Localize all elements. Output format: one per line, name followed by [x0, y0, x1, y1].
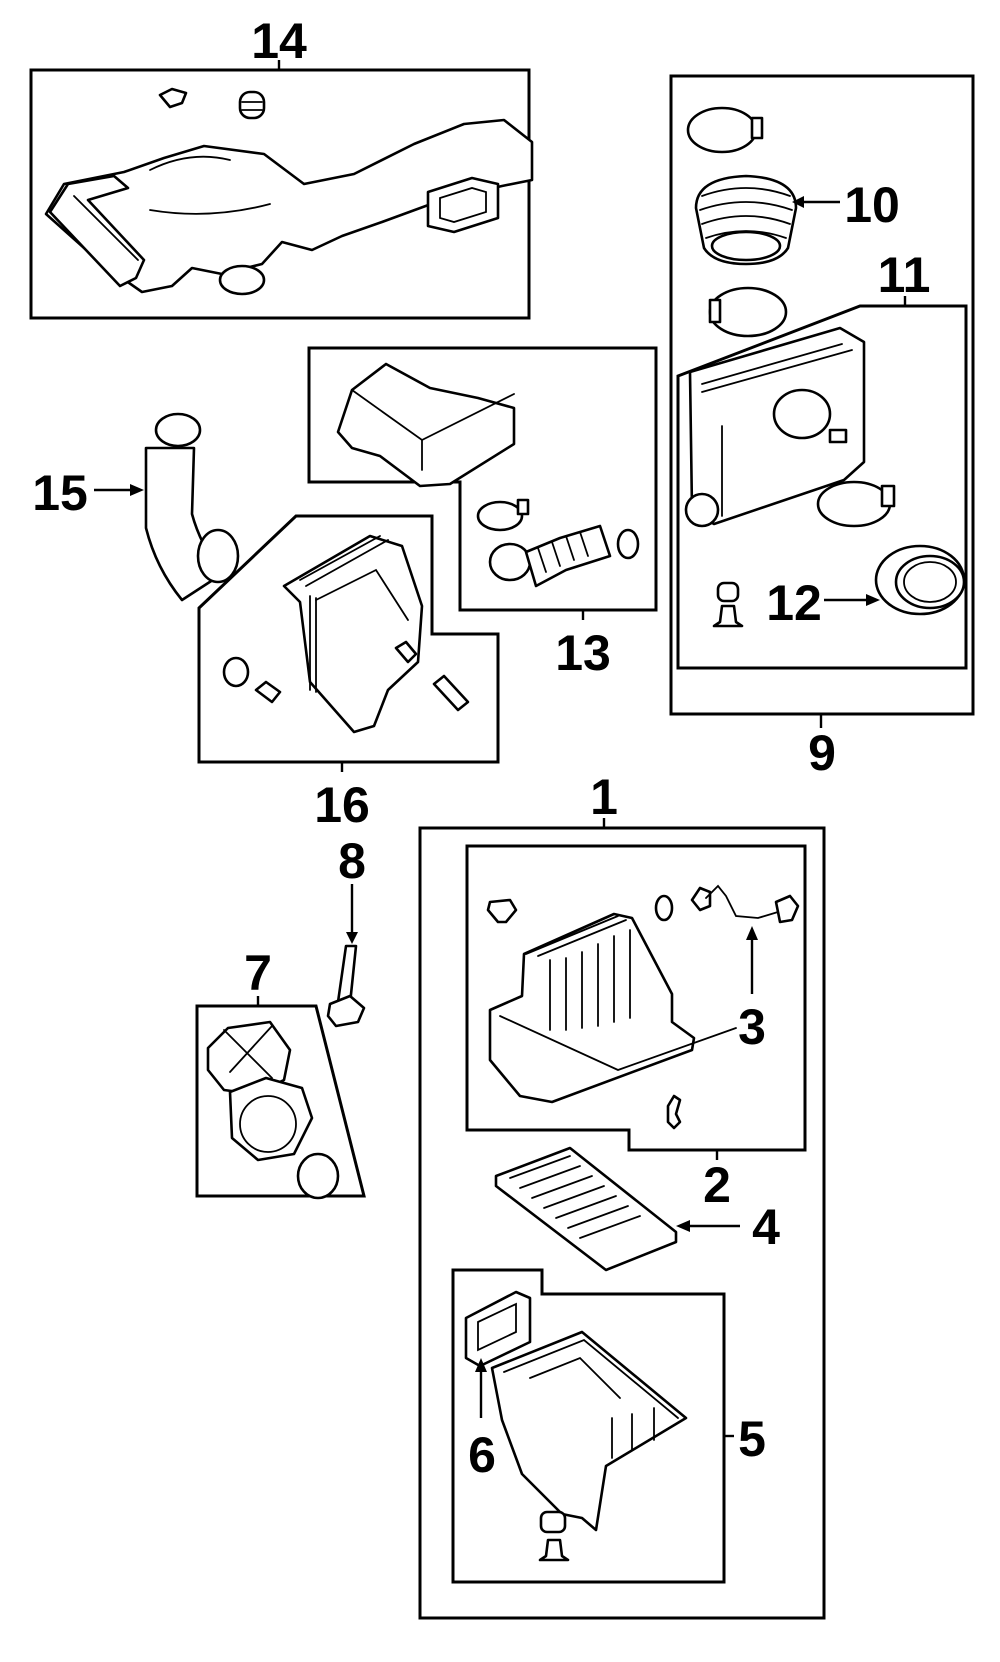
grommet-16[interactable]	[222, 656, 250, 688]
group-11-box	[676, 304, 968, 670]
air-cleaner-cover-2[interactable]	[488, 912, 737, 1104]
air-box-16[interactable]	[282, 534, 424, 734]
bolt-16a[interactable]	[254, 680, 282, 704]
grommet-5[interactable]	[539, 1510, 567, 1534]
group-9: 9 10 11	[669, 74, 975, 781]
group-5-box	[451, 1268, 726, 1584]
callout-1[interactable]: 1	[590, 769, 618, 825]
group-14-air-duct: 14	[29, 13, 534, 320]
callout-15[interactable]: 15	[32, 465, 88, 521]
clip-2a[interactable]	[486, 898, 518, 924]
callout-14[interactable]: 14	[251, 13, 307, 69]
sensor-8[interactable]	[326, 944, 366, 1028]
air-cleaner-body-5[interactable]	[490, 1330, 688, 1532]
clip-2b[interactable]	[666, 1094, 682, 1130]
hose-clamp-middle[interactable]	[708, 286, 788, 338]
gasket-2[interactable]	[654, 894, 674, 922]
group-13-box	[307, 346, 658, 612]
hose-10[interactable]	[694, 174, 798, 266]
bolt-5[interactable]	[538, 1538, 570, 1562]
group-16: 16	[197, 514, 500, 833]
callout-4[interactable]: 4	[752, 1199, 780, 1255]
grommet-bolt-11[interactable]	[712, 581, 744, 628]
elbow-hose-15[interactable]	[144, 412, 240, 602]
callout-10[interactable]: 10	[844, 177, 900, 233]
callout-16[interactable]: 16	[314, 777, 370, 833]
hose-clamp-13[interactable]	[476, 498, 530, 532]
hose-clamp-upper[interactable]	[686, 106, 764, 154]
group-8: 8	[326, 833, 366, 1028]
callout-5[interactable]: 5	[738, 1411, 766, 1467]
callout-8[interactable]: 8	[338, 833, 366, 889]
callout-2[interactable]: 2	[703, 1157, 731, 1213]
intake-hose-13[interactable]	[488, 524, 640, 588]
group-13: 13	[307, 346, 658, 681]
group-1-box	[418, 826, 826, 1620]
bolt-16b[interactable]	[394, 640, 418, 664]
callout-3[interactable]: 3	[738, 999, 766, 1055]
harness-3[interactable]	[690, 884, 800, 924]
group-1: 1 2	[418, 769, 826, 1620]
connector-12[interactable]	[874, 544, 966, 616]
callout-6[interactable]: 6	[468, 1427, 496, 1483]
callout-11[interactable]: 11	[878, 247, 931, 303]
seal-6[interactable]	[464, 1290, 532, 1368]
callout-9[interactable]: 9	[808, 725, 836, 781]
duct-part[interactable]	[44, 87, 534, 296]
air-cleaner-housing-11[interactable]	[684, 326, 866, 528]
group-2-box	[465, 844, 807, 1152]
resonator-13[interactable]	[336, 362, 516, 488]
mass-air-flow-sensor-7[interactable]	[206, 1020, 314, 1162]
group-15: 15	[32, 412, 240, 602]
filter-element-4[interactable]	[494, 1146, 678, 1272]
group-16-box	[197, 514, 500, 764]
callout-12[interactable]: 12	[766, 575, 822, 631]
callout-13[interactable]: 13	[555, 625, 611, 681]
hose-clamp-lower[interactable]	[816, 480, 896, 528]
group-7-box	[195, 1004, 366, 1198]
callout-7[interactable]: 7	[244, 945, 272, 1001]
o-ring-7[interactable]	[296, 1152, 340, 1200]
clip-16[interactable]	[432, 674, 470, 712]
group-7: 7	[195, 945, 366, 1200]
